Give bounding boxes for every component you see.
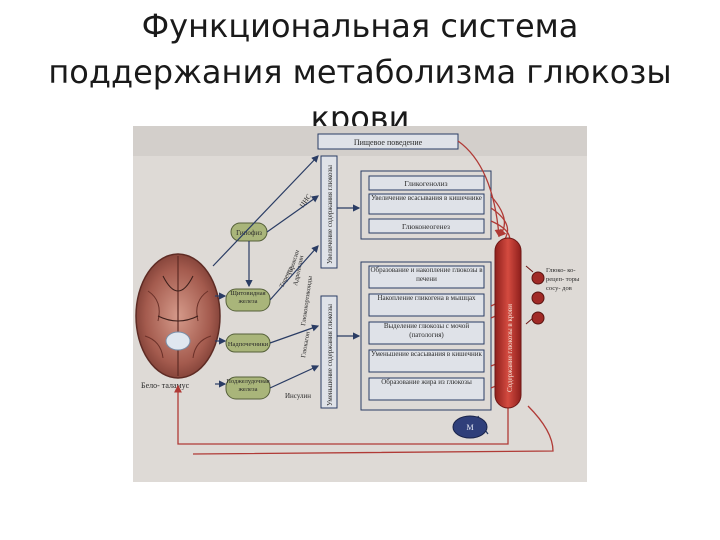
box-absorption-increase [368, 193, 485, 215]
group2-boxes: Образование и накопление глюкозы в печен… [368, 265, 485, 401]
box-muscle-glycogen [368, 293, 485, 317]
m-circle-label: М [466, 423, 473, 432]
m-circle [452, 415, 488, 439]
gland-pituitary-label: Гипофиз [236, 229, 262, 237]
vertical-box-glucose-increase [320, 155, 338, 269]
hormone-glucagon-label: Глюкагон [300, 330, 312, 358]
group2-frame [360, 261, 492, 411]
vessel-shape [494, 237, 522, 409]
box-absorption-decrease-label: Уменьшение всасывания в кишечник [371, 350, 482, 358]
receptors-label: Глюко- ко- рецеп- торы сосу- дов [546, 267, 580, 292]
box-fat-formation-label: Образование жира из глюкозы [381, 378, 472, 386]
slide-title-line-2: поддержания метаболизма глюкозы [48, 53, 672, 91]
slide-title-line-1: Функциональная система [141, 7, 579, 45]
box-fat-formation [368, 377, 485, 401]
vertical-box-glucose-decrease [320, 295, 338, 409]
vertical-box-glucose-increase-label: Увеличение содержания глюкозы [326, 165, 334, 264]
box-glycogenolysis [368, 175, 485, 191]
diagram-photo: Бело- таламус Пищевое поведение Гликоген… [133, 126, 587, 482]
box-glycogenolysis-label: Гликогенолиз [404, 179, 447, 188]
box-liver-storage [368, 265, 485, 289]
box-gluconeogenesis-label: Глюконеогенез [402, 222, 450, 231]
box-liver-storage-label: Образование и накопление глюкозы в печен… [370, 266, 483, 283]
box-absorption-increase-label: Увеличение всасывания в кишечнике [371, 194, 482, 202]
blood-vessel [494, 237, 522, 409]
box-muscle-glycogen-label: Накопление гликогена в мышцах [377, 294, 476, 302]
gland-adrenal-label: Надпочечники [228, 341, 269, 348]
blue-arrows [212, 155, 361, 389]
box-urine-glucose [368, 321, 485, 345]
box-feeding-behavior-label: Пищевое поведение [354, 138, 423, 147]
gland-pancreas-label: Поджелудочная железа [226, 378, 270, 393]
gland-thyroid-label: Щитовидная железа [230, 290, 266, 305]
box-absorption-decrease [368, 349, 485, 373]
hormone-insulin-label: Инсулин [285, 392, 311, 400]
hypothalamus-label: Бело- таламус [141, 381, 190, 390]
vertical-box-glucose-decrease-label: Уменьшение содержания глюкозы [326, 304, 334, 406]
vessel-label: Содержание глюкозы в крови [506, 304, 514, 392]
group1-frame [360, 170, 492, 240]
vessel-receptors [525, 265, 545, 325]
brain-illustration [135, 253, 221, 379]
box-gluconeogenesis [368, 218, 485, 234]
box-urine-glucose-label: Выделение глюкозы с мочой (патология) [383, 322, 470, 339]
